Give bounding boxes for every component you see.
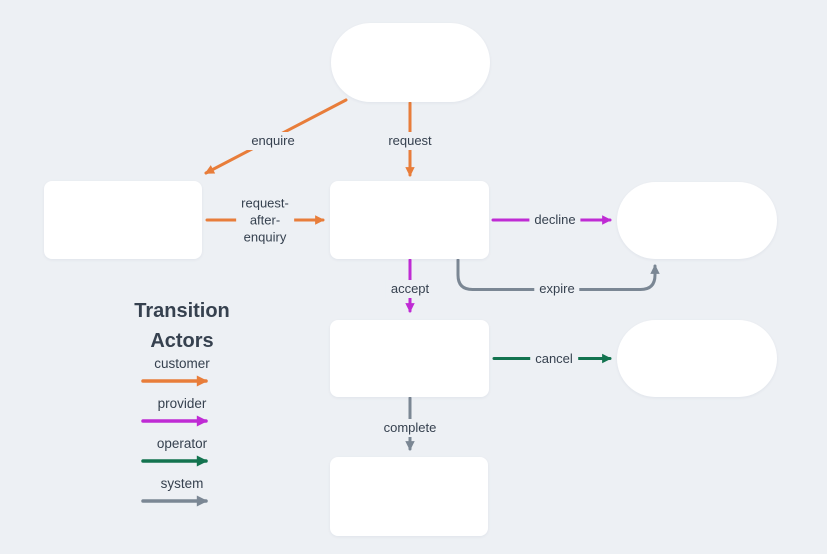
customer-arrow-icon [141,375,208,387]
legend-title: Transition Actors [134,300,230,352]
node-declined-stadium [617,182,777,259]
edge-label-accept: accept [385,280,435,298]
edge-label-complete: complete [378,419,442,437]
legend-item-label: customer [154,356,210,371]
legend-transition-actors: Transition Actors customer provider oper… [120,296,244,516]
node-accepted-rect [330,320,489,397]
operator-arrow-icon [141,455,208,467]
legend-item-provider: provider [120,396,244,427]
node-final-rect [330,457,488,536]
edge-label-expire: expire [534,280,580,298]
edge-label-request-after-enquiry: request- after- enquiry [236,193,294,247]
edge-label-cancel: cancel [530,350,578,368]
node-enquiry-rect [44,181,202,259]
system-arrow-icon [141,495,208,507]
provider-arrow-icon [141,415,208,427]
node-initial-stadium [331,23,490,102]
edge-label-decline: decline [529,211,581,229]
legend-item-label: system [160,476,204,491]
edge-label-request: request [383,132,437,150]
legend-item-system: system [120,476,244,507]
node-pending-rect [330,181,489,259]
legend-item-customer: customer [120,356,244,387]
node-cancelled-stadium [617,320,777,397]
legend-item-label: provider [157,396,207,411]
legend-item-operator: operator [120,436,244,467]
legend-item-label: operator [156,436,208,451]
edge-label-enquire: enquire [246,132,300,150]
